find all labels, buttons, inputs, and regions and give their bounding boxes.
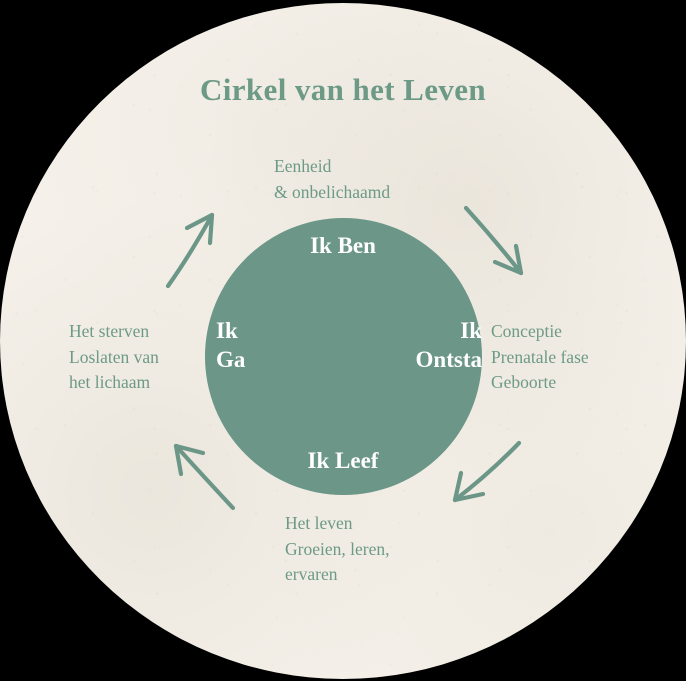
page-title: Cirkel van het Leven <box>199 72 487 107</box>
stage-label-ik-ben: Ik Ben <box>310 233 376 258</box>
description-right-conceptie: Conceptie Prenatale fase Geboorte <box>491 321 589 393</box>
stage-label-ik-leef: Ik Leef <box>307 448 379 473</box>
stage-label-ik-ga: Ik Ga <box>216 318 246 373</box>
description-left-het-sterven: Het sterven Loslaten van het lichaam <box>69 321 159 393</box>
description-bottom-het-leven: Het leven Groeien, leren, ervaren <box>285 513 390 585</box>
description-top-eenheid: Eenheid & onbelichaamd <box>274 156 391 202</box>
inner-cycle-circle <box>205 218 482 495</box>
stage-label-ik-ontsta: Ik Ontsta <box>415 318 482 373</box>
